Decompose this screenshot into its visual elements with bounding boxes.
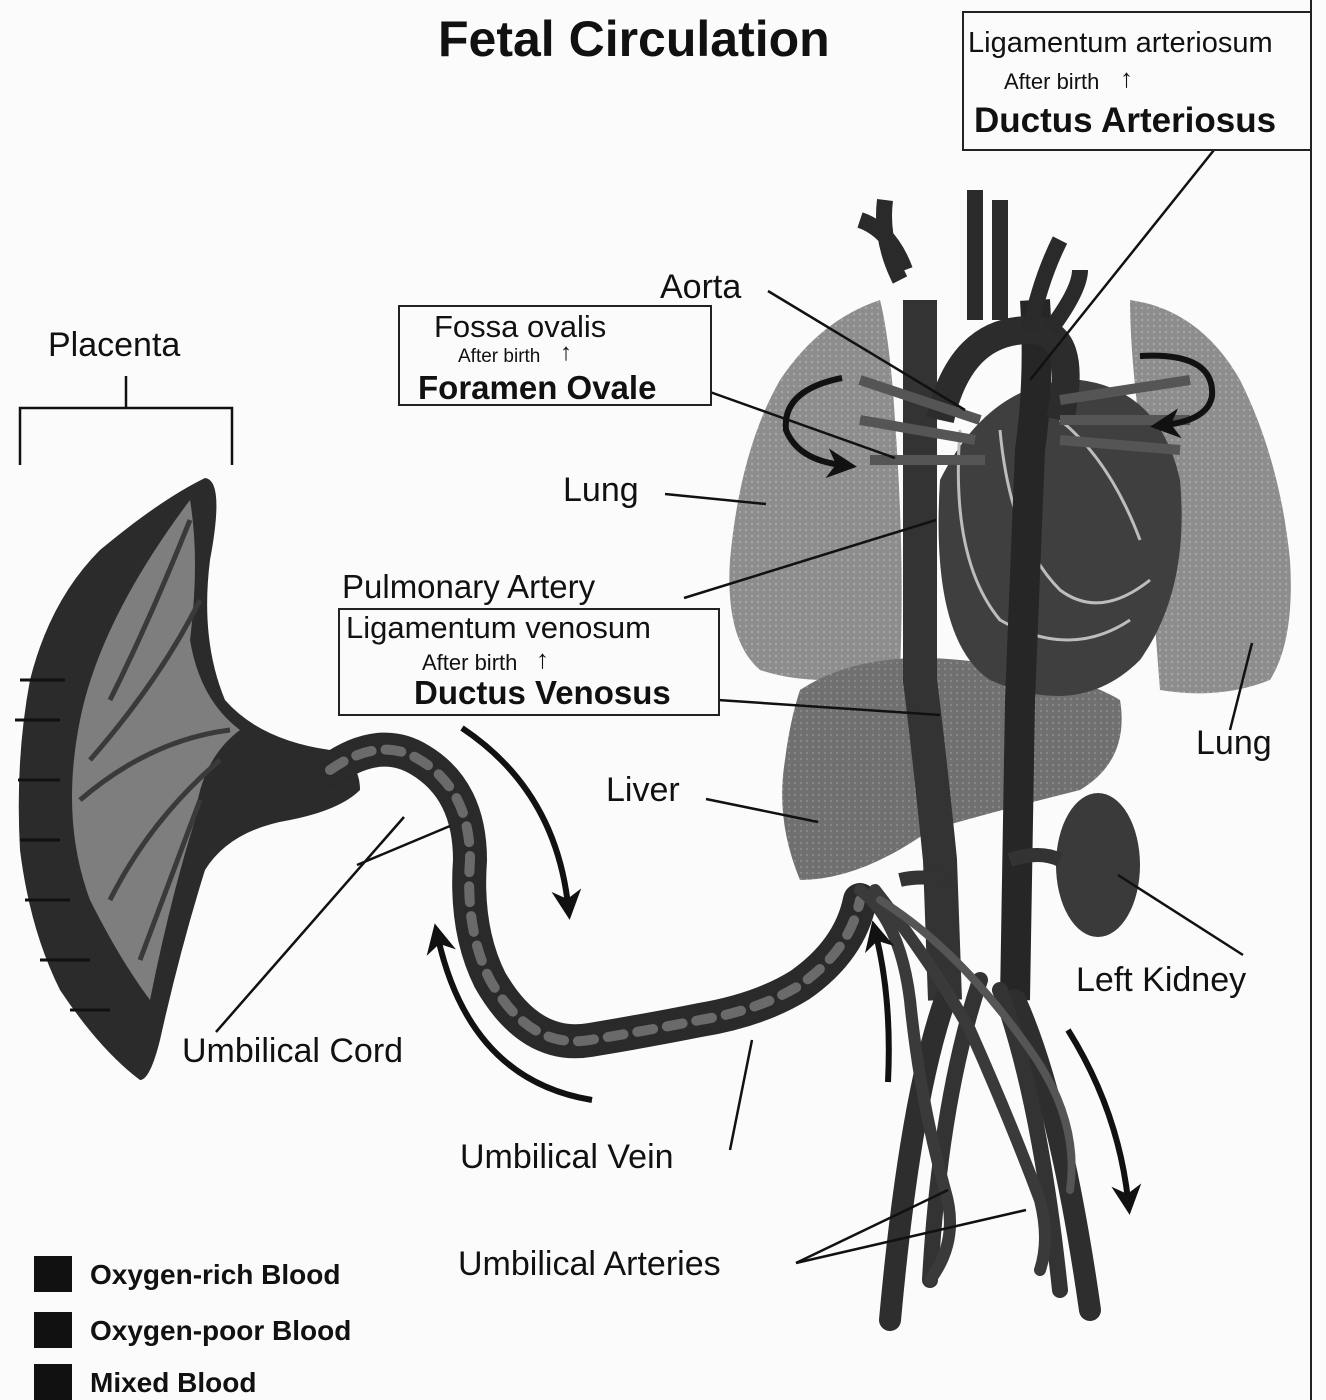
ligamentum-arteriosum-label: Ligamentum arteriosum (968, 29, 1273, 58)
lung-label-left: Lung (563, 473, 639, 507)
ductus-venosus-label: Ductus Venosus (414, 676, 671, 709)
ductus-arteriosus-label: Ductus Arteriosus (974, 103, 1276, 138)
right-border-line (1310, 0, 1312, 1400)
placenta-shape (15, 478, 360, 1080)
ductus-arteriosus-box: Ligamentum arteriosum After birth ↑ Duct… (962, 11, 1312, 151)
placenta-bracket (20, 376, 232, 465)
umbilical-vein-label: Umbilical Vein (460, 1140, 674, 1174)
after-birth-note-1: After birth (1004, 71, 1099, 93)
legend-label-oxygen-rich: Oxygen-rich Blood (90, 1261, 340, 1289)
pulmonary-artery-label: Pulmonary Artery (342, 570, 595, 603)
ligamentum-venosum-label: Ligamentum venosum (346, 612, 651, 643)
after-birth-note-3: After birth (422, 652, 517, 674)
umbilical-cord-label: Umbilical Cord (182, 1034, 403, 1068)
foramen-ovale-label: Foramen Ovale (418, 371, 656, 404)
iliac-and-umbilical-arteries (860, 890, 1090, 1320)
diagram-title: Fetal Circulation (438, 14, 830, 64)
fossa-ovalis-label: Fossa ovalis (434, 311, 606, 342)
legend-swatch-mixed (34, 1364, 72, 1400)
legend-label-mixed: Mixed Blood (90, 1369, 256, 1397)
left-kidney-shape (1056, 793, 1140, 937)
legend-label-oxygen-poor: Oxygen-poor Blood (90, 1317, 351, 1345)
umbilical-cord (330, 750, 860, 1042)
aorta-label: Aorta (660, 270, 741, 304)
up-arrow-icon: ↑ (560, 341, 572, 365)
lung-label-right: Lung (1196, 726, 1272, 760)
up-arrow-icon: ↑ (1120, 65, 1133, 91)
foramen-ovale-box: Fossa ovalis After birth ↑ Foramen Ovale (398, 305, 712, 406)
legend-swatch-oxygen-poor (34, 1312, 72, 1348)
up-arrow-icon: ↑ (536, 646, 549, 672)
liver-label: Liver (606, 773, 680, 807)
legend-swatch-oxygen-rich (34, 1256, 72, 1292)
left-kidney-label: Left Kidney (1076, 963, 1246, 997)
placenta-label: Placenta (48, 328, 180, 362)
umbilical-arteries-label: Umbilical Arteries (458, 1247, 721, 1281)
ductus-venosus-box: Ligamentum venosum After birth ↑ Ductus … (338, 608, 720, 716)
after-birth-note-2: After birth (458, 347, 540, 366)
